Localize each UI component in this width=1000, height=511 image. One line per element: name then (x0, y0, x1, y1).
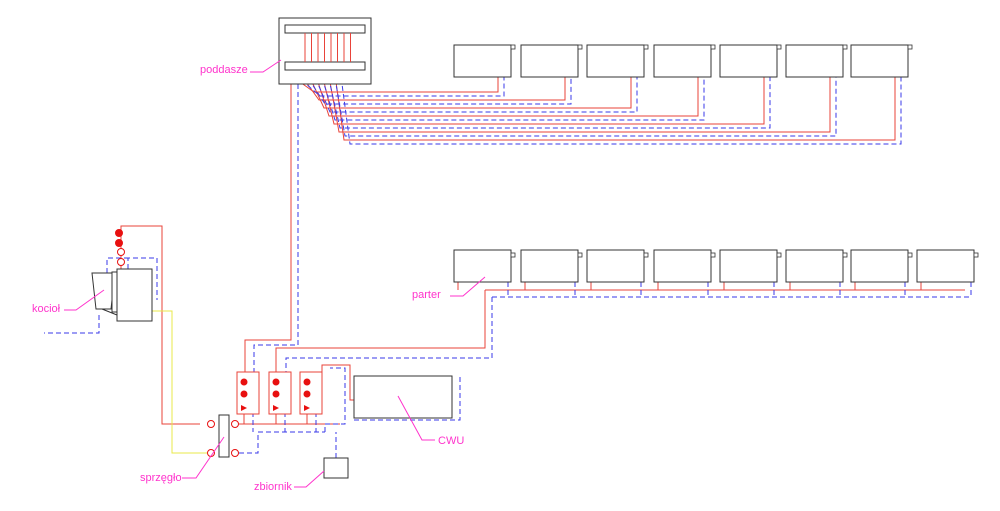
boiler-supply (120, 225, 200, 425)
expansion-tank (323, 457, 349, 479)
pump-icon (231, 420, 239, 428)
ground-radiator (586, 249, 645, 283)
mixing-valve-icon (303, 390, 311, 398)
attic-manifold-supply-bar (284, 24, 366, 34)
ground-radiator (850, 249, 909, 283)
radiator-valve-icon (510, 44, 516, 50)
pump-icon (207, 420, 215, 428)
mixing-group (299, 371, 323, 415)
mixing-group (236, 371, 260, 415)
mixing-group (268, 371, 292, 415)
label-leaders (64, 59, 486, 488)
label-zbiornik: zbiornik (254, 481, 292, 493)
boiler-body (116, 268, 153, 322)
fuel-pipe (150, 310, 208, 454)
radiator-valve-icon (577, 44, 583, 50)
check-valve-icon (273, 405, 279, 411)
radiator-valve-icon (710, 252, 716, 258)
safety-valve-icon (117, 248, 125, 256)
boiler-hopper (111, 271, 118, 313)
label-parter: parter (412, 289, 441, 301)
ground-floor-radiators (453, 249, 979, 283)
check-valve-icon (304, 405, 310, 411)
boiler-return-out (44, 315, 100, 334)
cwu-return-loop (354, 376, 461, 421)
label-poddasze: poddasze (200, 64, 248, 76)
label-cwu: CWU (438, 435, 464, 447)
attic-supply-loop (329, 70, 831, 133)
leader-kociol (64, 289, 105, 311)
pump-icon (303, 378, 311, 386)
cwu-return (324, 367, 346, 432)
leader-cwu (397, 395, 435, 441)
label-kociol: kocioł (32, 303, 61, 315)
label-sprzeglo: sprzęgło (140, 472, 182, 484)
attic-radiator (785, 44, 844, 78)
radiator-valve-icon (973, 252, 979, 258)
radiator-valve-icon (776, 252, 782, 258)
radiator-valve-icon (776, 44, 782, 50)
radiator-valve-icon (710, 44, 716, 50)
leader-zbiornik (294, 470, 325, 488)
attic-supply-loop (335, 70, 896, 141)
radiator-valve-icon (510, 252, 516, 258)
attic-radiator (586, 44, 645, 78)
attic-return-loop (335, 70, 837, 137)
attic-radiator (719, 44, 778, 78)
attic-return-riser (253, 84, 299, 372)
pump-icon (231, 449, 239, 457)
radiator-valve-icon (907, 252, 913, 258)
leader-poddasze (250, 59, 282, 73)
ground-radiator (653, 249, 712, 283)
safety-valve-icon (117, 258, 125, 266)
cwu-tank (353, 375, 453, 419)
equipment (91, 17, 453, 479)
coupling-return-out (239, 431, 325, 454)
radiator-valve-icon (643, 252, 649, 258)
ground-supply-riser (275, 290, 486, 372)
fuel-line (150, 310, 208, 454)
radiator-valve-icon (907, 44, 913, 50)
ground-radiator (719, 249, 778, 283)
pump-icon (272, 378, 280, 386)
radiator-valve-icon (577, 252, 583, 258)
attic-return-loop (341, 70, 902, 145)
leader-parter (450, 276, 486, 297)
mixing-valve-icon (272, 390, 280, 398)
cwu-supply (321, 364, 354, 401)
supply-pipes (120, 70, 965, 425)
attic-radiator (453, 44, 512, 78)
attic-radiator (653, 44, 712, 78)
attic-radiator (850, 44, 909, 78)
boiler-connector (101, 308, 118, 316)
ground-radiator (453, 249, 512, 283)
ground-radiator (785, 249, 844, 283)
safety-valve-icon (115, 239, 123, 247)
leader-sprzeglo (182, 436, 225, 479)
attic-radiators (453, 44, 913, 78)
radiator-valve-icon (643, 44, 649, 50)
attic-manifold-return-bar (284, 61, 366, 71)
ground-radiator (916, 249, 975, 283)
boiler-return-top (127, 257, 158, 300)
pump-icon (240, 378, 248, 386)
hydraulic-coupling (218, 414, 230, 458)
mixing-valve-icon (240, 390, 248, 398)
radiator-valve-icon (842, 44, 848, 50)
attic-supply-riser (244, 84, 292, 372)
check-valve-icon (241, 405, 247, 411)
radiator-valve-icon (842, 252, 848, 258)
ground-return-riser (285, 297, 493, 372)
ground-radiator (520, 249, 579, 283)
attic-radiator (520, 44, 579, 78)
safety-valve-icon (115, 229, 123, 237)
